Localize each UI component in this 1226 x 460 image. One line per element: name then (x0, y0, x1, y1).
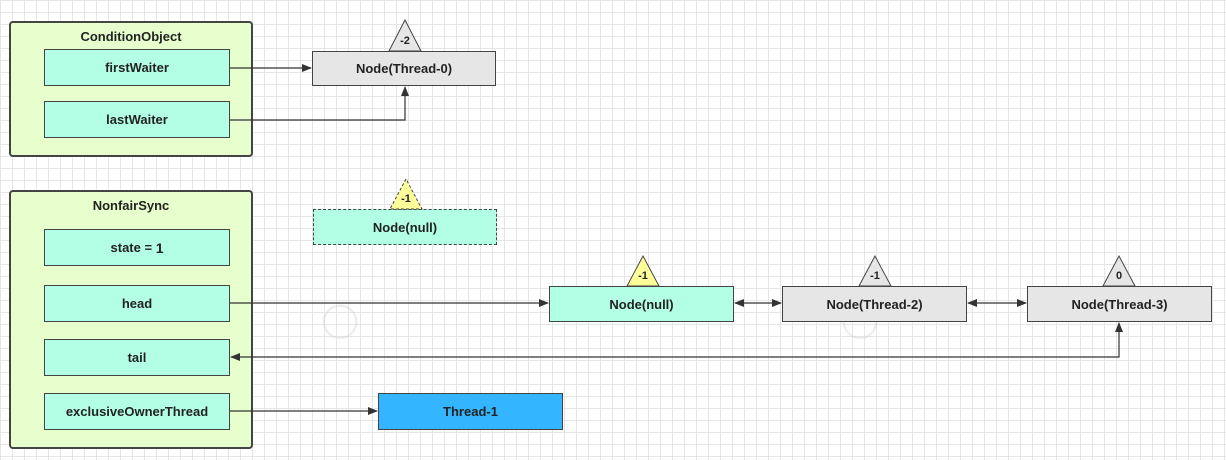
state-field: state = 1 (44, 229, 230, 266)
status-triangle-thread-2 (858, 254, 892, 287)
node-thread-3: Node(Thread-3) (1027, 286, 1212, 322)
status-label-null-head: -1 (638, 270, 648, 282)
status-label-null-detached: -1 (401, 193, 411, 205)
status-triangle-null-detached (389, 177, 423, 210)
state-value: 1 (155, 239, 164, 256)
status-label-thread-2: -1 (870, 270, 880, 282)
nonfair-sync-title: NonfairSync (92, 198, 170, 213)
node-thread-2-label: Node(Thread-2) (826, 296, 923, 312)
owner-thread-1: Thread-1 (378, 393, 563, 430)
node-thread-2: Node(Thread-2) (782, 286, 967, 322)
node-null-head-label: Node(null) (609, 296, 674, 312)
status-triangle-thread-0 (388, 18, 422, 52)
last-waiter-label: lastWaiter (106, 112, 168, 127)
node-thread-3-label: Node(Thread-3) (1071, 296, 1168, 312)
head-label: head (121, 296, 153, 311)
node-thread-0-label: Node(Thread-0) (355, 61, 453, 76)
tail-field: tail (44, 339, 230, 376)
status-label-thread-0: -2 (400, 35, 410, 47)
status-triangle-thread-3 (1102, 254, 1136, 287)
status-label-thread-3: 0 (1115, 270, 1123, 282)
last-waiter-field: lastWaiter (44, 101, 230, 138)
last-waiter-arrow (230, 86, 409, 121)
condition-object-title: ConditionObject (80, 29, 182, 44)
head-field: head (44, 285, 230, 322)
status-triangle-null-head (626, 254, 660, 287)
owner-thread-1-label: Thread-1 (443, 404, 498, 419)
state-label: state = (110, 240, 156, 255)
node-null-detached-label: Node(null) (372, 219, 438, 235)
exclusive-owner-thread-label: exclusiveOwnerThread (65, 404, 209, 419)
tail-label: tail (127, 350, 147, 365)
tail-arrow (230, 322, 1123, 361)
node-null-detached: Node(null) (313, 209, 497, 245)
exclusive-owner-thread-field: exclusiveOwnerThread (44, 393, 230, 430)
node-thread-0: Node(Thread-0) (312, 51, 496, 86)
first-waiter-label: firstWaiter (105, 60, 169, 75)
first-waiter-field: firstWaiter (44, 49, 230, 86)
